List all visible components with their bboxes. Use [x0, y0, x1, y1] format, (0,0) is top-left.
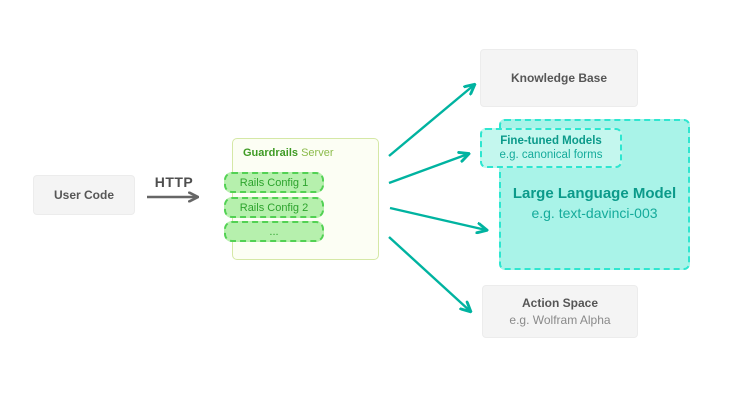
rails-config-more-label: ... [269, 225, 279, 238]
rails-config-2-node: Rails Config 2 [224, 197, 324, 218]
guardrails-server-title-strong: Guardrails [243, 147, 299, 159]
user-code-node: User Code [33, 175, 135, 215]
large-language-model-title: Large Language Model [512, 185, 677, 202]
knowledge-base-node: Knowledge Base [480, 49, 638, 107]
arrow-to-fine-tuned-models [388, 154, 468, 185]
http-label: HTTP [154, 174, 194, 190]
user-code-label: User Code [53, 188, 115, 202]
guardrails-server-title: Guardrails Server [243, 147, 334, 159]
arrow-to-knowledge-base [388, 85, 474, 157]
fine-tuned-models-title: Fine-tuned Models [500, 135, 602, 147]
fine-tuned-models-subtitle: e.g. canonical forms [499, 149, 603, 161]
fine-tuned-models-node: Fine-tuned Models e.g. canonical forms [480, 128, 622, 168]
guardrails-server-title-rest: Server [298, 147, 334, 159]
arrow-to-action-space [388, 236, 470, 311]
action-space-title: Action Space [521, 296, 599, 310]
action-space-node: Action Space e.g. Wolfram Alpha [482, 285, 638, 338]
rails-config-1-label: Rails Config 1 [239, 176, 309, 189]
arrow-to-llm [389, 206, 486, 230]
action-space-subtitle: e.g. Wolfram Alpha [509, 313, 611, 327]
rails-config-more-node: ... [224, 221, 324, 242]
rails-config-2-label: Rails Config 2 [239, 201, 309, 214]
rails-config-1-node: Rails Config 1 [224, 172, 324, 193]
large-language-model-text: Large Language Model e.g. text-davinci-0… [501, 185, 688, 221]
knowledge-base-label: Knowledge Base [510, 71, 608, 85]
large-language-model-subtitle: e.g. text-davinci-003 [531, 205, 658, 221]
